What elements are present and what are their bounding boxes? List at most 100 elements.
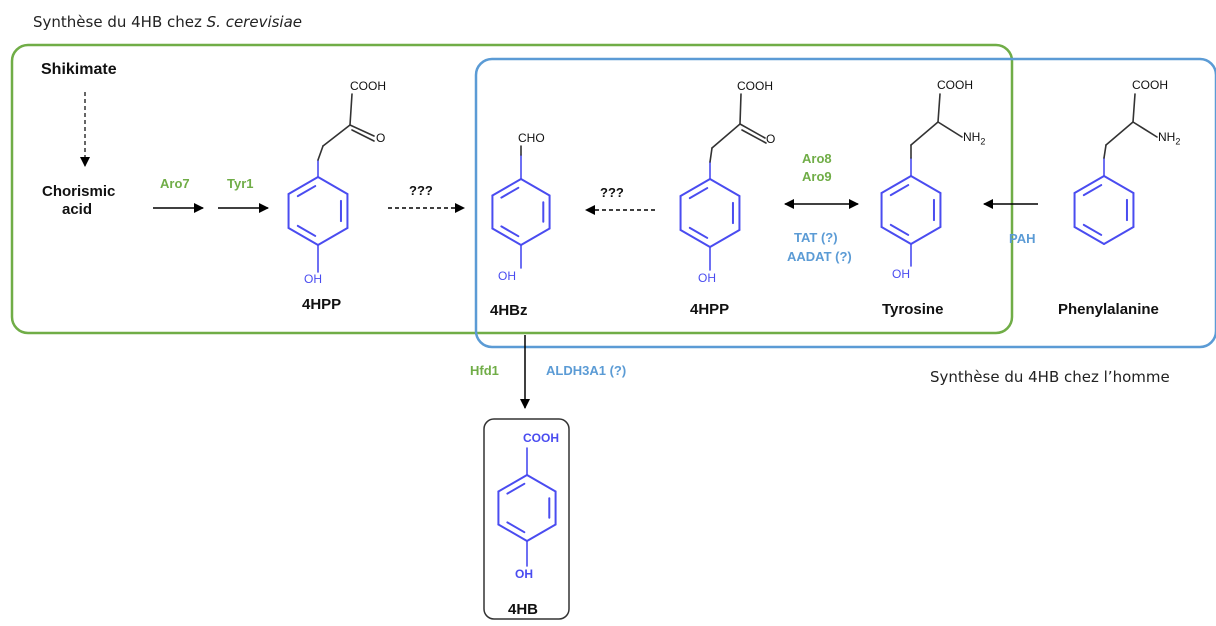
human-caption: Synthèse du 4HB chez l’homme (930, 368, 1170, 386)
keto-4hpp-human (741, 129, 767, 144)
ring-4hpp-human-bond (709, 229, 741, 248)
chain-4hpp-human (709, 147, 713, 163)
enzyme-tyr1: Tyr1 (227, 176, 254, 191)
ring-4hpp-human-bond (679, 178, 711, 197)
group-nh2-phenylalanine-main: NH (1158, 130, 1176, 144)
ring-phenylalanine-bond (1103, 175, 1135, 194)
ring-4hb-double-bond (506, 521, 526, 534)
group-cooh-tyrosine: COOH (937, 78, 973, 92)
ring-4hbz-bond (491, 178, 522, 197)
ring-4hpp-human-bond (709, 178, 741, 197)
ring-4hpp-human-double-bond (688, 187, 709, 200)
ring-tyrosine-bond (910, 226, 942, 245)
ring-4hpp-yeast-double-bond (296, 185, 317, 198)
ring-tyrosine-double-bond (889, 223, 910, 236)
ring-4hpp-yeast-double-bond (296, 224, 317, 237)
enzyme-aro8: Aro8 (802, 151, 832, 166)
unknown-enzyme-1: ??? (409, 183, 433, 198)
enzyme-pah: PAH (1009, 231, 1036, 246)
enzyme-aro7: Aro7 (160, 176, 190, 191)
yeast-caption: Synthèse du 4HB chez S. cerevisiae (33, 15, 302, 30)
shikimate-label: Shikimate (41, 61, 117, 78)
group-o-4hpp-human: O (766, 132, 776, 146)
ring-4hb-bond (526, 474, 557, 493)
enzyme-aadat: AADAT (?) (787, 249, 852, 264)
group-oh-4hb: OH (515, 567, 533, 581)
ring-phenylalanine-bond (1073, 226, 1105, 245)
group-cooh-phenylalanine: COOH (1132, 78, 1168, 92)
ring-4hpp-yeast-bond (317, 227, 349, 246)
group-nh2-tyrosine: NH2 (963, 131, 985, 146)
ring-tyrosine-double-bond (889, 184, 910, 197)
chain-phenylalanine (1132, 93, 1136, 123)
ring-4hpp-human-bond (679, 229, 711, 248)
group-cho-4hbz: CHO (518, 131, 545, 145)
chain-tyrosine (937, 93, 941, 123)
chain-4hpp-yeast (322, 124, 351, 147)
group-cooh-4hb: COOH (523, 431, 559, 445)
human-pathway-box (474, 57, 1216, 349)
group-oh-4hbz: OH (498, 269, 516, 283)
enzyme-tat: TAT (?) (794, 230, 838, 245)
ring-4hbz-bond (520, 178, 551, 197)
amine-bond-tyrosine (937, 121, 963, 138)
yeast-pathway-box (10, 43, 1014, 335)
ring-4hb-bond (526, 523, 557, 542)
chain-4hpp-yeast (317, 145, 324, 161)
group-oh-tyrosine: OH (892, 267, 910, 281)
label-phenylalanine: Phenylalanine (1058, 301, 1159, 318)
ring-4hbz-bond (491, 227, 522, 246)
unknown-enzyme-2: ??? (600, 185, 624, 200)
ring-phenylalanine-bond (1103, 226, 1135, 245)
ring-phenylalanine-bond (1073, 175, 1105, 194)
label-4hb: 4HB (508, 601, 539, 618)
ring-4hpp-yeast-bond (287, 227, 319, 246)
chorismic-acid-label-line2: acid (62, 201, 93, 218)
keto-4hpp-yeast (349, 124, 375, 137)
label-4hpp-human: 4HPP (690, 301, 730, 318)
chorismic-acid-label-line1: Chorismic (42, 183, 116, 200)
chain-4hpp-human (711, 123, 741, 149)
chain-phenylalanine (1103, 144, 1107, 159)
ring-tyrosine-bond (910, 175, 942, 194)
ring-4hbz-double-bond (500, 225, 520, 238)
group-oh-4hpp-human: OH (698, 271, 716, 285)
ring-tyrosine-bond (880, 226, 912, 245)
group-nh2-tyrosine-main: NH (963, 130, 981, 144)
group-cooh-4hpp-human: COOH (737, 79, 773, 93)
amine-bond-phenylalanine (1132, 121, 1158, 138)
chain-4hpp-human (739, 93, 742, 125)
group-nh2-tyrosine-sub: 2 (980, 136, 986, 147)
group-nh2-phenylalanine: NH2 (1158, 131, 1180, 146)
keto-4hpp-yeast (351, 129, 375, 142)
chain-phenylalanine (1105, 121, 1134, 146)
product-box (483, 418, 570, 620)
enzyme-aro9: Aro9 (802, 169, 832, 184)
ring-4hpp-yeast-bond (287, 176, 319, 195)
enzyme-aldh3a1: ALDH3A1 (?) (546, 363, 627, 378)
label-tyrosine: Tyrosine (882, 301, 944, 318)
ring-4hbz-bond (520, 227, 551, 246)
group-nh2-phenylalanine-sub: 2 (1175, 136, 1181, 147)
keto-4hpp-human (739, 123, 766, 139)
yeast-caption-species: S. cerevisiae (206, 13, 303, 31)
ring-4hpp-yeast-bond (317, 176, 349, 195)
chain-tyrosine (910, 121, 939, 146)
group-oh-4hpp-yeast: OH (304, 272, 322, 286)
ring-phenylalanine-double-bond (1082, 223, 1103, 236)
group-cooh-4hpp-yeast: COOH (350, 79, 386, 93)
ring-tyrosine-bond (880, 175, 912, 194)
label-4hpp-yeast: 4HPP (302, 296, 342, 313)
yeast-caption-prefix: Synthèse du 4HB chez (33, 13, 207, 31)
group-o-4hpp-yeast: O (376, 131, 386, 145)
chain-4hpp-yeast (349, 93, 353, 126)
label-4hbz: 4HBz (490, 302, 528, 319)
ring-4hb-double-bond (506, 482, 526, 495)
ring-4hb-bond (497, 523, 528, 542)
enzyme-hfd1: Hfd1 (470, 363, 499, 378)
ring-phenylalanine-double-bond (1082, 184, 1103, 197)
ring-4hb-bond (497, 474, 528, 493)
ring-4hpp-human-double-bond (688, 226, 709, 239)
